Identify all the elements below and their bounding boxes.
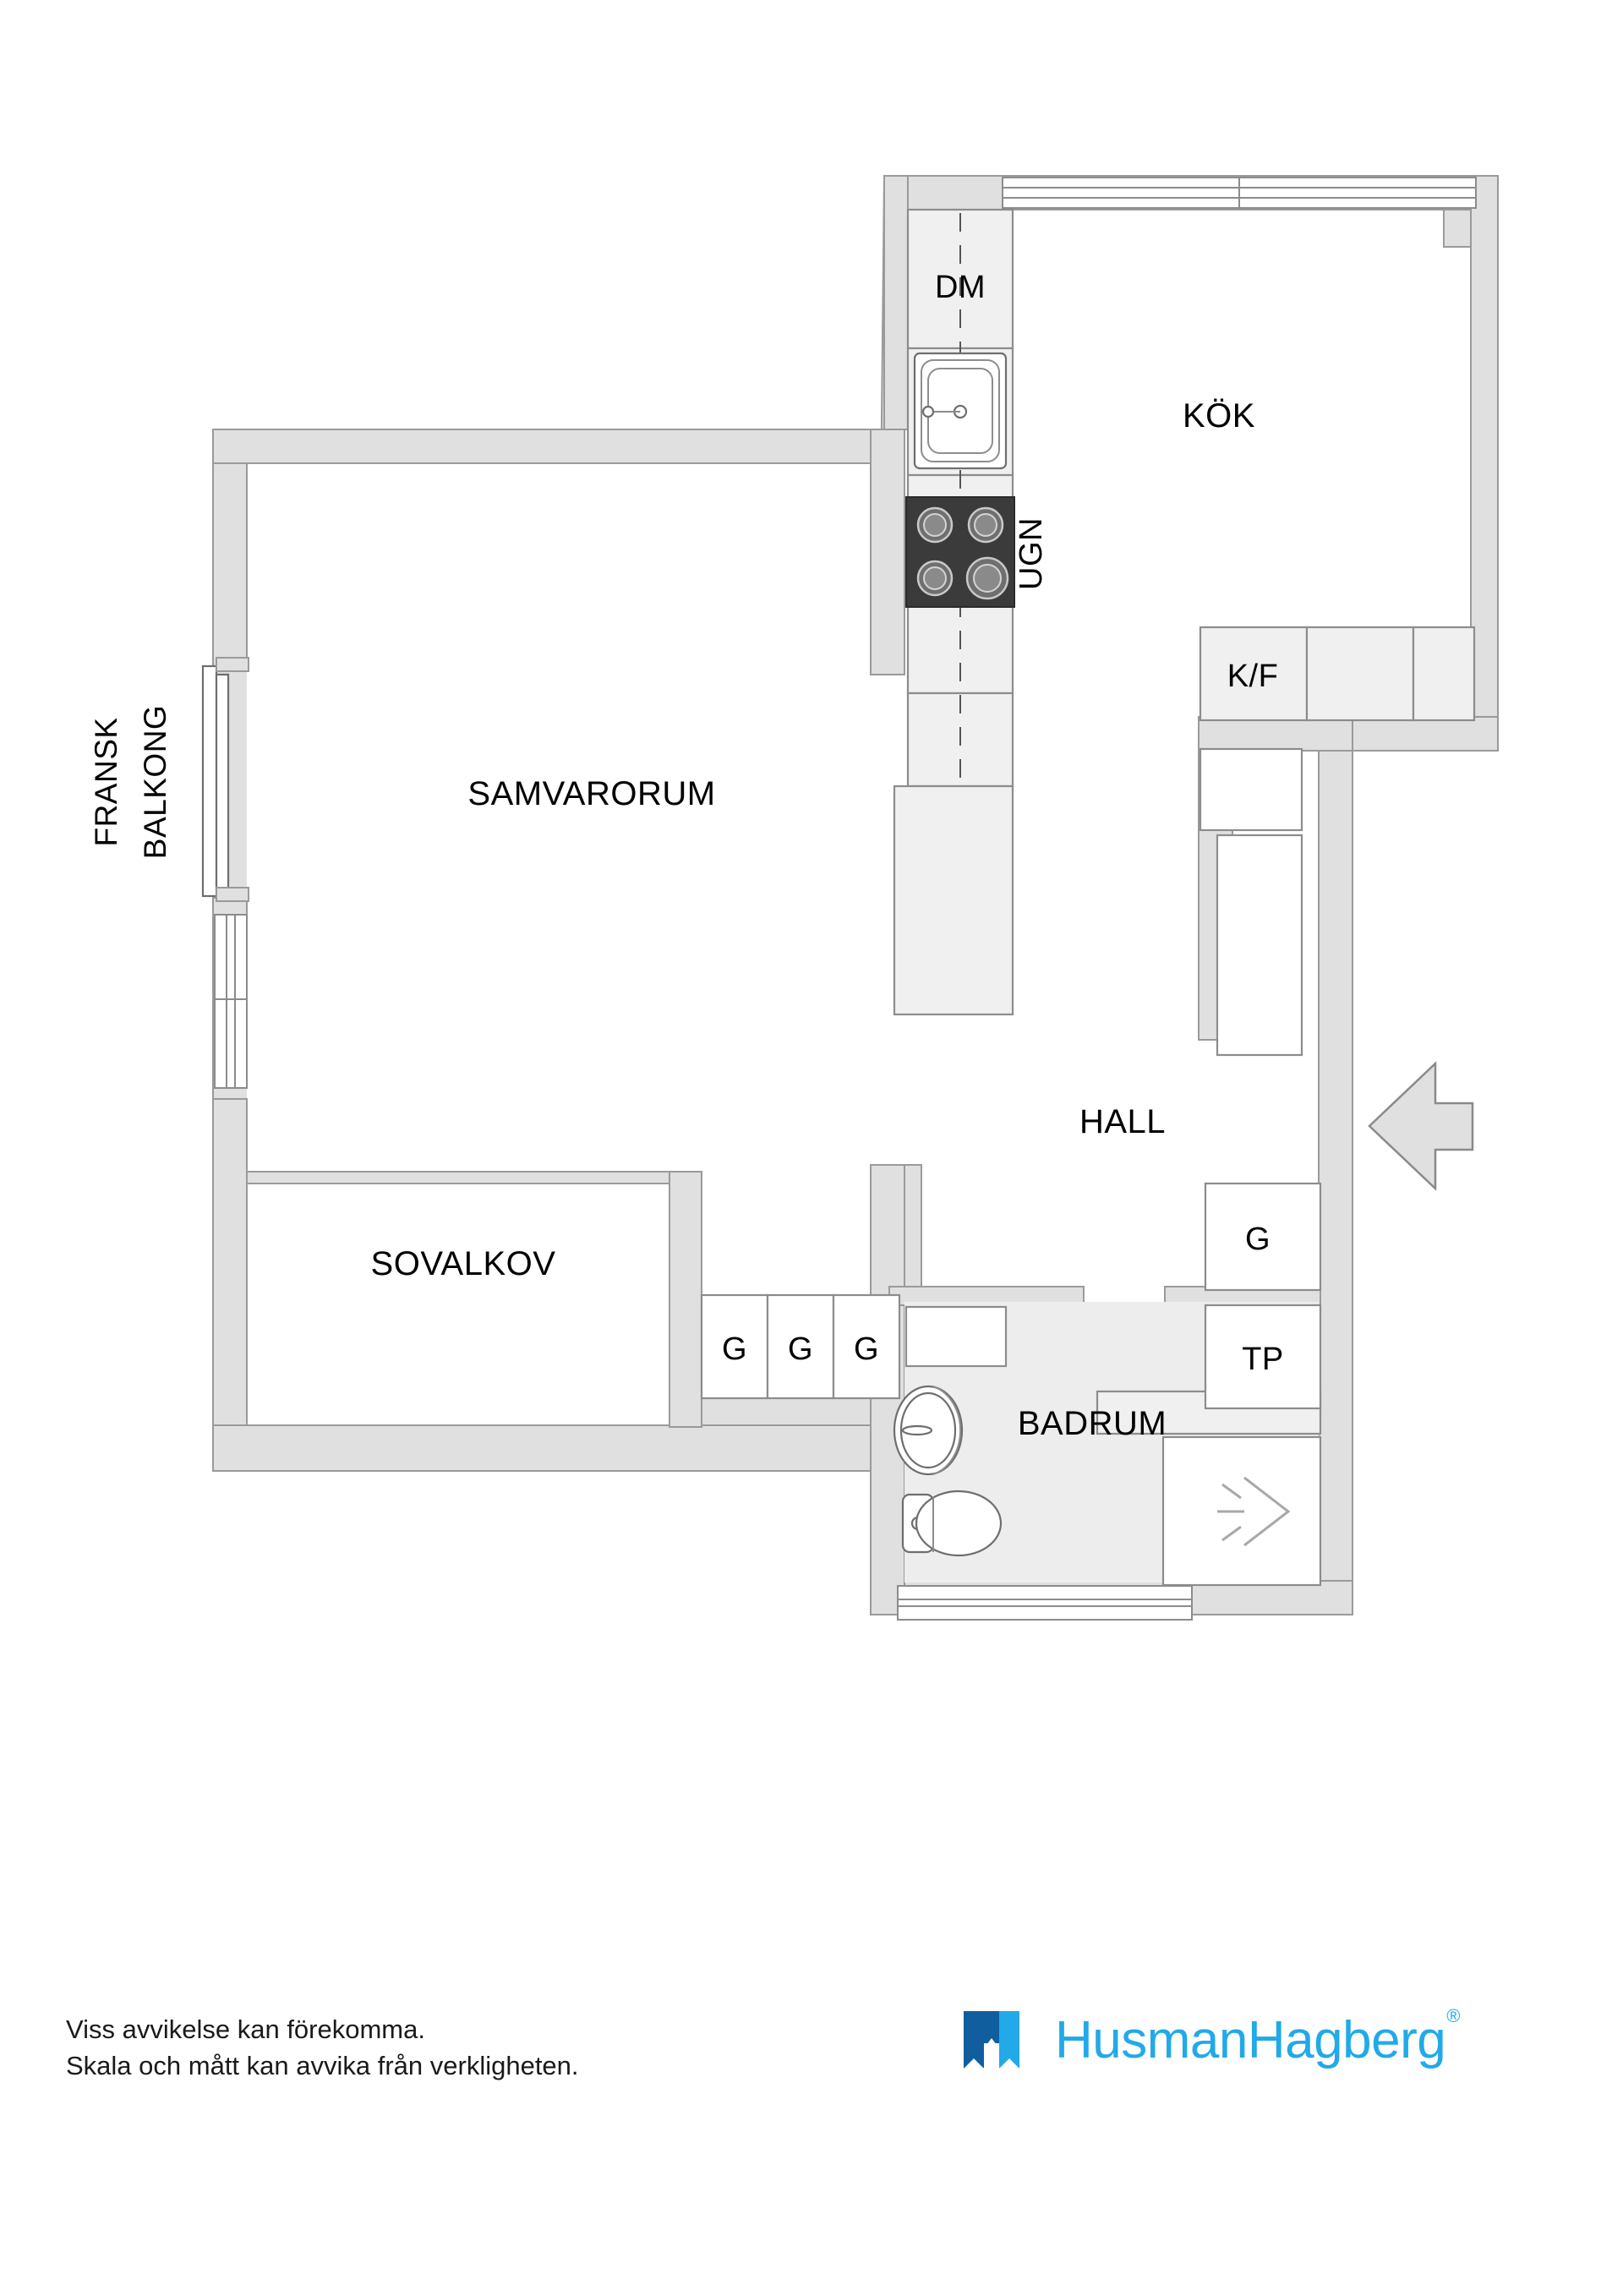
- french-balcony-door: [201, 657, 249, 902]
- appliance-label-ugn: UGN: [1014, 517, 1049, 590]
- room-label-badrum: BADRUM: [1018, 1405, 1167, 1442]
- brand-name-part1: Husman: [1055, 2011, 1248, 2069]
- closet-g1[interactable]: [700, 1293, 769, 1400]
- bathroom-counter: [904, 1305, 1008, 1368]
- brand-name-part2: Hagberg: [1247, 2011, 1446, 2069]
- appliance-label-kf: K/F: [1227, 659, 1279, 694]
- shower-icon: [1217, 1476, 1291, 1547]
- closet-g2[interactable]: [766, 1293, 835, 1400]
- room-label-hall: HALL: [1079, 1103, 1166, 1140]
- room-label-balkong: BALKONG: [138, 705, 172, 859]
- closet-labels: G G G G: [722, 1222, 1271, 1367]
- brand-logo-text: HusmanHagberg®: [1055, 2007, 1460, 2069]
- disclaimer-line-2: Skala och mått kan avvika från verklighe…: [66, 2050, 579, 2080]
- kitchen-sink-icon: [913, 352, 1008, 470]
- fridge-freezer-unit: [1199, 626, 1309, 722]
- cooktop-icon: [905, 496, 1015, 608]
- closet-units: [700, 1182, 1322, 1410]
- toilet-icon: [901, 1490, 1003, 1557]
- hall-cabinet: [1199, 747, 1303, 832]
- room-label-fransk: FRANSK: [89, 717, 123, 846]
- appliance-labels: DM UGN K/F TP: [935, 270, 1284, 1377]
- closet-label-g1: G: [722, 1331, 747, 1367]
- room-label-samvarorum: SAMVARORUM: [467, 775, 715, 812]
- closet-g3[interactable]: [832, 1293, 901, 1400]
- floor-plan-container: SAMVARORUM KÖK HALL SOVALKOV BADRUM FRAN…: [89, 175, 1499, 1621]
- appliance-label-tp: TP: [1242, 1342, 1284, 1377]
- husmanhagberg-mark-icon: [964, 2011, 1019, 2077]
- washbasin-icon: [893, 1385, 964, 1476]
- bathroom-area: [893, 1302, 1322, 1587]
- room-labels: SAMVARORUM KÖK HALL SOVALKOV BADRUM FRAN…: [89, 397, 1255, 1442]
- laundry-tower-unit[interactable]: [1204, 1304, 1322, 1410]
- kitchen-cabinet: [1412, 626, 1476, 722]
- entrance-arrow-icon: [1368, 1061, 1474, 1191]
- disclaimer-line-1: Viss avvikelse kan förekomma.: [66, 2014, 425, 2044]
- hall-tall-cabinet: [1216, 834, 1303, 1057]
- room-label-sovalkov: SOVALKOV: [371, 1245, 556, 1282]
- kitchen-fittings: [893, 208, 1476, 1057]
- kitchen-peninsula: [893, 784, 1014, 1016]
- kitchen-cabinet: [1305, 626, 1415, 722]
- floor-plan-drawing: SAMVARORUM KÖK HALL SOVALKOV BADRUM FRAN…: [89, 175, 1499, 1621]
- closet-label-g2: G: [788, 1331, 813, 1367]
- disclaimer-text: Viss avvikelse kan förekomma. Skala och …: [66, 2012, 579, 2085]
- appliance-label-dm: DM: [935, 270, 986, 305]
- closet-label-g4: G: [1245, 1222, 1271, 1257]
- closet-g4[interactable]: [1204, 1182, 1322, 1292]
- closet-label-g3: G: [854, 1331, 879, 1367]
- windows: [214, 177, 1477, 1621]
- registered-trademark-icon: ®: [1446, 2005, 1460, 2027]
- footer: Viss avvikelse kan förekomma. Skala och …: [0, 1970, 1623, 2181]
- room-label-kok: KÖK: [1183, 397, 1255, 435]
- brand-logo: HusmanHagberg®: [964, 2002, 1460, 2080]
